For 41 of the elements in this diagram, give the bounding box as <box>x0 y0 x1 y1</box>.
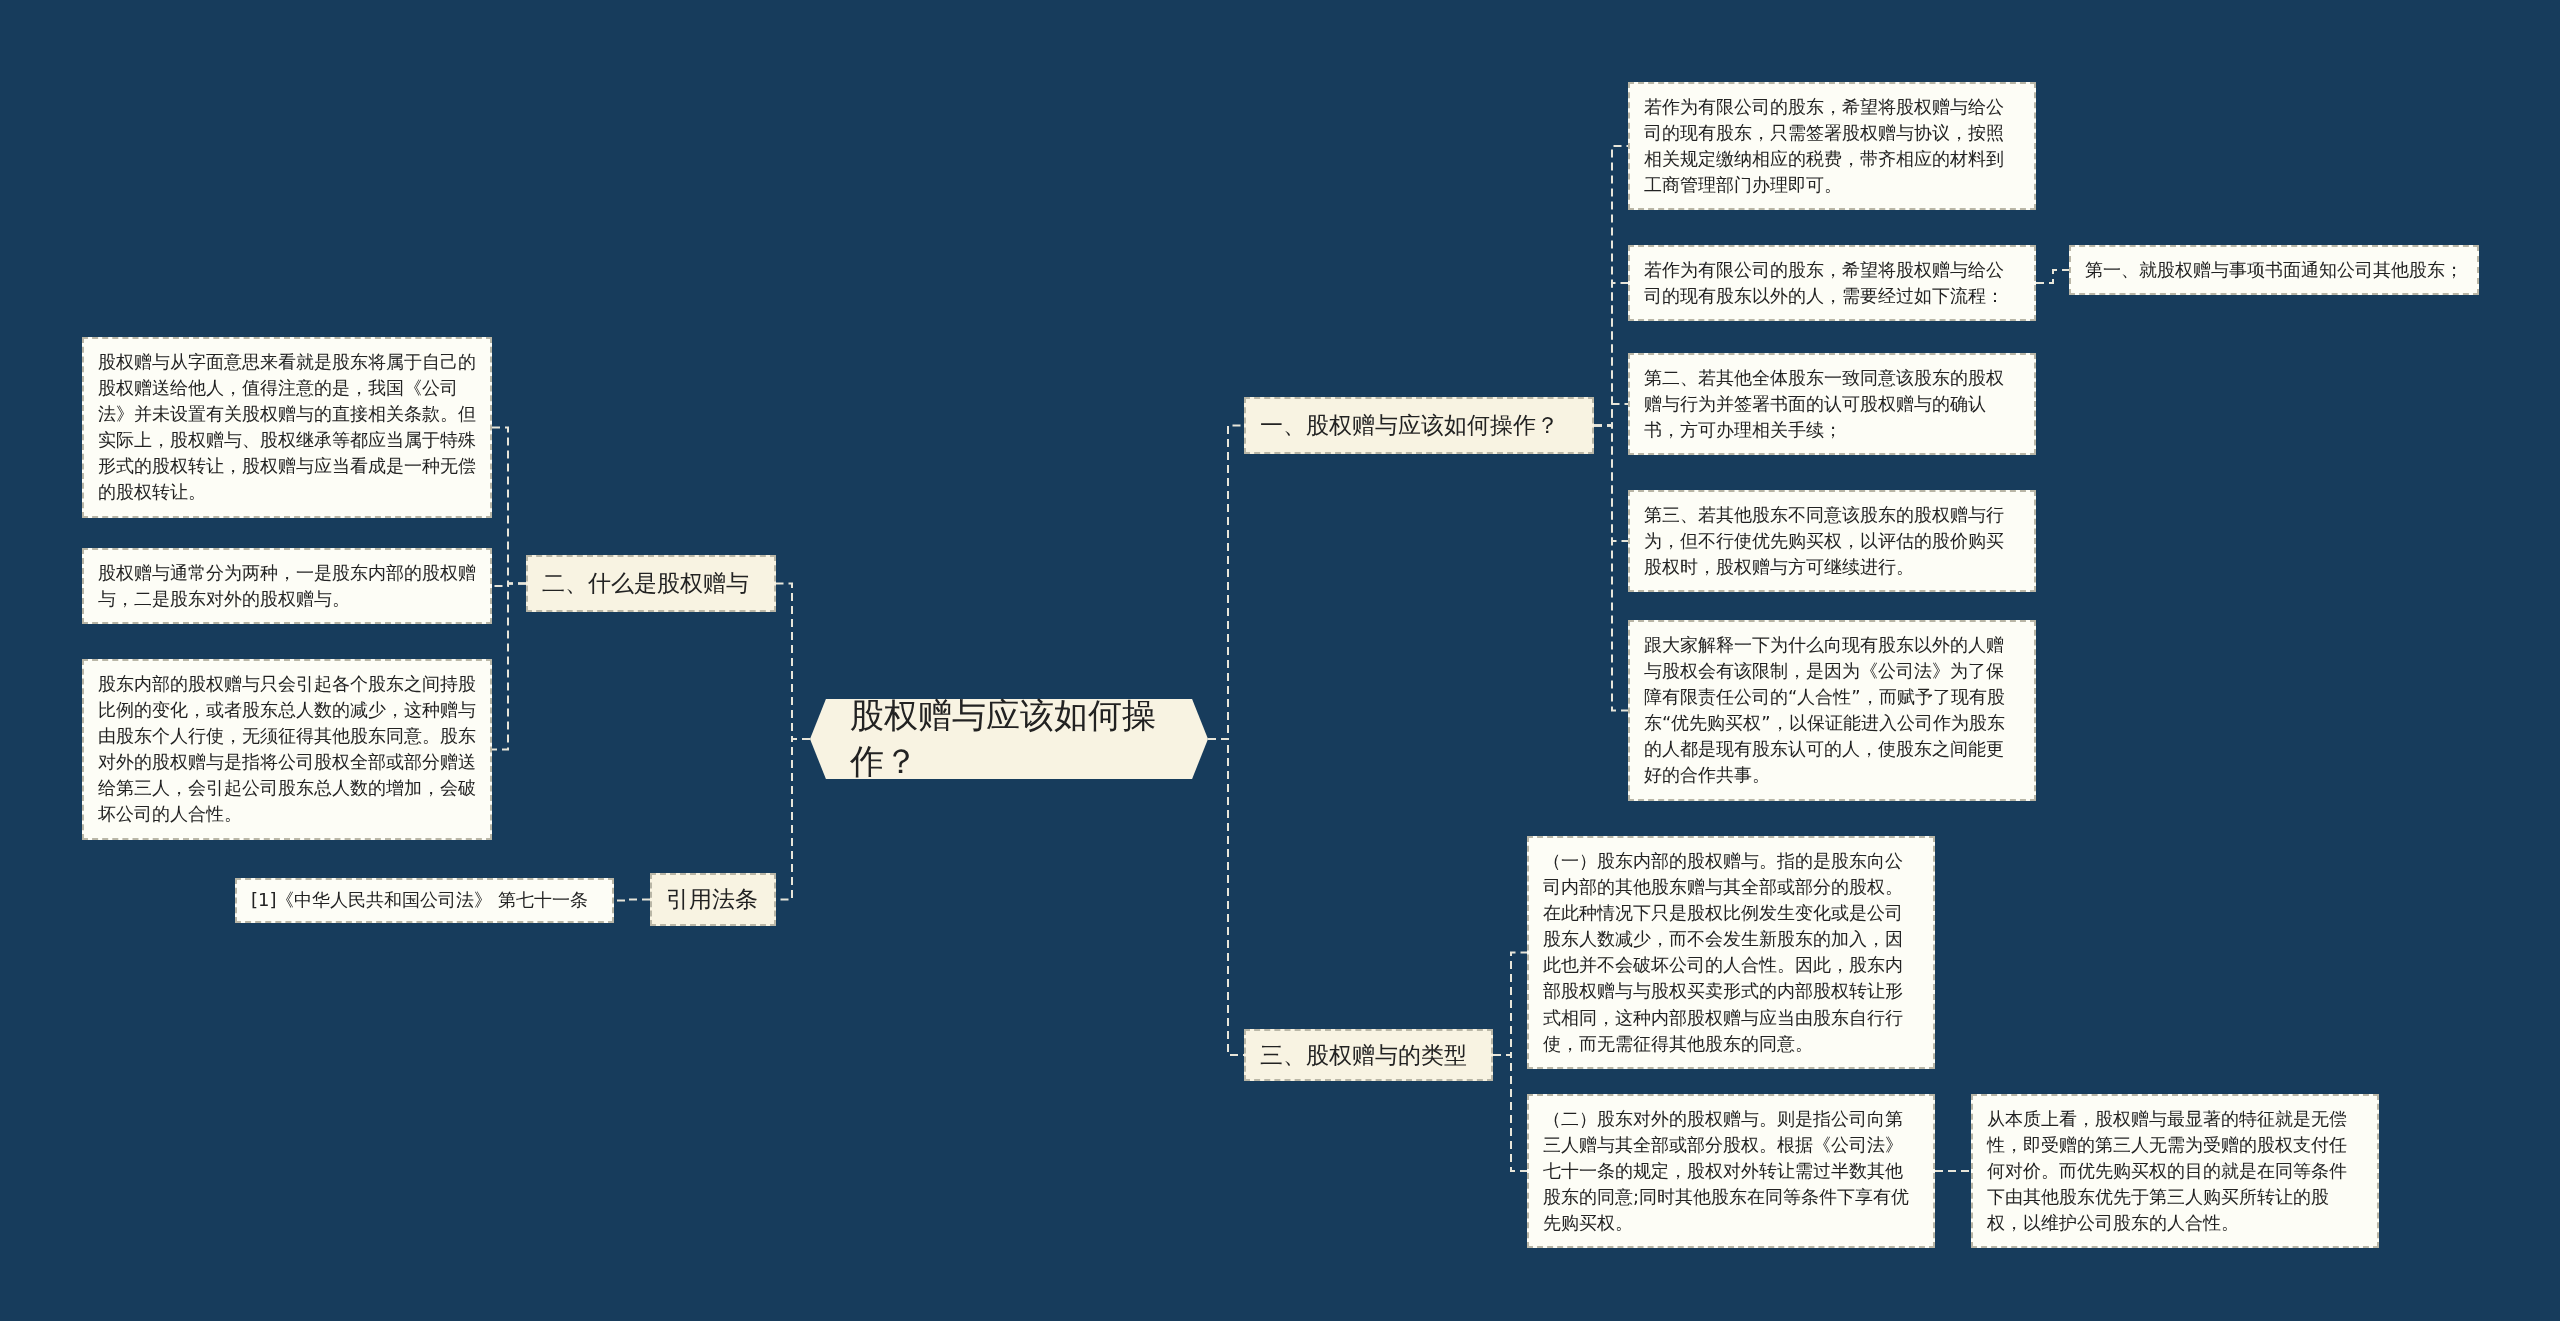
connector-line <box>491 582 527 751</box>
node-text: 三、股权赠与的类型 <box>1260 1040 1467 1070</box>
node-text: 股权赠与通常分为两种，一是股东内部的股权赠与，二是股东对外的股权赠与。 <box>98 561 476 612</box>
note-box <box>1971 1094 2379 1249</box>
node-text: [1]《中华人民共和国公司法》 第七十一条 <box>251 888 589 913</box>
note-box <box>1628 353 2036 456</box>
note-box <box>1628 82 2036 211</box>
note-box <box>82 548 492 625</box>
node-text: （二）股东对外的股权赠与。则是指公司向第三人赠与其全部或部分股权。根据《公司法》七十一条的规定，股权对外转让需过半数其他股东的同意;同时其他股东在同等条件下享有优先购买权。 <box>1543 1107 1911 1236</box>
node-text: 从本质上看，股权赠与最显著的特征就是无偿性，即受赠的第三人无需为受赠的股权支付任何对价。而优先购买权的目的就是在同等条件下由其他股东优先于第三人购买所转让的股权，以维护公司股东的人合性。 <box>1987 1107 2348 1236</box>
note-box <box>1628 245 2036 322</box>
topic-box <box>1244 1029 1493 1081</box>
note-box <box>1628 490 2036 593</box>
node-text: 一、股权赠与应该如何操作？ <box>1260 411 1559 440</box>
note-box <box>82 659 492 840</box>
node-text: 股权赠与应该如何操作？ <box>850 694 1157 783</box>
note-box <box>235 878 614 923</box>
node-text: 第一、就股权赠与事项书面通知公司其他股东； <box>2085 258 2463 282</box>
connector-line <box>1492 1054 1528 1172</box>
topic-box <box>526 555 776 612</box>
note-box <box>82 337 492 518</box>
connector-line <box>1934 1170 1972 1172</box>
topic-box <box>1244 397 1594 454</box>
node-text: 第三、若其他股东不同意该股东的股权赠与行为，但不行使优先购买权，以评估的股价购买股权时，股权赠与方可继续进行。 <box>1644 503 2005 580</box>
node-text: 二、什么是股权赠与 <box>542 569 749 598</box>
note-box <box>2069 245 2479 296</box>
node-text: 股东内部的股权赠与只会引起各个股东之间持股比例的变化，或者股东总人数的减少，这种赠与由股东个人行使，无须征得其他股东同意。股东对外的股权赠与是指将公司股权全部或部分赠送给第三人，会引起公司股东总人数的增加，会破坏公司的人合性。 <box>98 672 476 827</box>
node-text: 跟大家解释一下为什么向现有股东以外的人赠与股权会有该限制，是因为《公司法》为了保障有限责任公司的“人合性”，而赋予了现有股东“优先购买权”，以保证能进入公司作为股东的人都是现有股东认可的人，使股东之间能更好的合作共事。 <box>1644 633 2006 788</box>
topic-box <box>650 873 776 926</box>
connector-line <box>1593 424 1629 712</box>
node-text: （一）股东内部的股权赠与。指的是股东向公司内部的其他股东赠与其全部或部分的股权。在此种情况下只是股权比例发生变化或是公司股东人数减少，而不会发生新股东的加入，因此也并不会破坏公司的人合性。因此，股东内部股权赠与与股权买卖形式的内部股权转让形式相同，这种内部股权赠与应当由股东自行行使，而无需征得其他股东的同意。 <box>1543 849 1904 1056</box>
node-text: 引用法条 <box>666 885 758 914</box>
node-text: 股权赠与从字面意思来看就是股东将属于自己的股权赠送给他人，值得注意的是，我国《公司法》并未设置有关股权赠与的直接相关条款。但实际上，股权赠与、股权继承等都应当属于特殊形式的股权转让，股权赠与应当看成是一种无偿的股权转让。 <box>98 350 476 505</box>
note-box <box>1527 836 1935 1069</box>
node-text: 若作为有限公司的股东，希望将股权赠与给公司的现有股东以外的人，需要经过如下流程： <box>1644 258 2005 309</box>
note-box <box>1628 620 2036 801</box>
note-box <box>1527 1094 1935 1249</box>
root-hexagon <box>810 699 1208 779</box>
node-text: 若作为有限公司的股东，希望将股权赠与给公司的现有股东，只需签署股权赠与协议，按照相关规定缴纳相应的税费，带齐相应的材料到工商管理部门办理即可。 <box>1644 95 2005 198</box>
node-text: 第二、若其他全体股东一致同意该股东的股权赠与行为并签署书面的认可股权赠与的确认书，方可办理相关手续； <box>1644 366 2005 443</box>
connector-line <box>2035 269 2070 284</box>
